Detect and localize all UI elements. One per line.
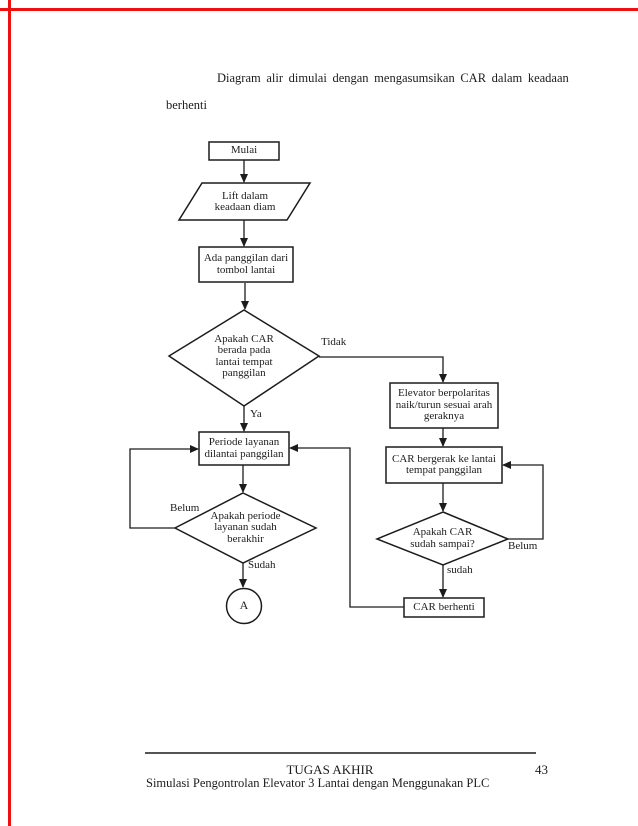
edge-label-sudah-right: sudah — [447, 564, 473, 576]
loop-belum-to-carmoves — [502, 461, 544, 540]
footer-subtitle: Simulasi Pengontrolan Elevator 3 Lantai … — [146, 776, 490, 790]
car-moves-node-label: CAR bergerak ke lantai tempat panggilan — [386, 448, 502, 482]
loop-belum-to-serviceperiod — [129, 445, 199, 529]
text-line: naik/turun sesuai arah — [395, 398, 493, 411]
text-line: berakhir — [227, 532, 264, 545]
text-line: Mulai — [230, 144, 258, 157]
service-period-node-label: Periode layanan dilantai panggilan — [199, 433, 289, 464]
text-line: panggilan — [222, 367, 266, 379]
arrow-tidak-to-polarity — [319, 356, 447, 383]
text-line: CAR berhenti — [413, 600, 475, 613]
text-line: lantai tempat — [215, 355, 273, 368]
car-stops-node-label: CAR berhenti — [404, 598, 484, 617]
footer-page-number: 43 — [535, 762, 548, 777]
decision-car-arrived-label: Apakah CAR sudah sampai? — [377, 513, 508, 564]
text-line: tombol lantai — [216, 263, 276, 276]
flow-connectors — [129, 160, 544, 608]
text-line: Lift dalam — [221, 189, 269, 202]
text-line: CAR bergerak ke lantai — [392, 452, 496, 465]
text-line: geraknya — [423, 410, 465, 423]
text-line: Elevator berpolaritas — [398, 387, 490, 400]
text-line: layanan sudah — [214, 521, 277, 534]
red-margin-line-left — [8, 0, 11, 826]
edge-label-sudah-left: Sudah — [248, 559, 276, 571]
text-line: dilantai panggilan — [204, 447, 284, 460]
text-line: Ada panggilan dari — [203, 252, 289, 264]
elevator-polarity-node-label: Elevator berpolaritas naik/turun sesuai … — [390, 384, 498, 427]
connector-a-label: A — [226, 588, 262, 623]
call-from-floor-box-shape — [198, 246, 294, 283]
edge-label-ya: Ya — [250, 408, 262, 420]
edge-label-belum-right: Belum — [508, 540, 538, 552]
text-line: berada pada — [217, 344, 271, 356]
call-from-floor-node-label: Ada panggilan dari tombol lantai — [199, 248, 293, 281]
text-line: Apakah CAR — [412, 526, 473, 538]
text-line: A — [239, 597, 249, 612]
footer-title: TUGAS AKHIR — [286, 762, 374, 777]
start-node-label: Mulai — [209, 142, 279, 160]
connector-a-circle-shape — [225, 587, 263, 625]
intro-text-line2: berhenti — [166, 98, 207, 112]
text-line: keadaan diam — [214, 201, 276, 213]
red-margin-line-top — [0, 8, 638, 11]
text-line: Periode layanan — [208, 436, 280, 448]
text-line: tempat panggilan — [405, 464, 483, 476]
text-line: Apakah periode — [210, 509, 281, 522]
edge-label-belum-left: Belum — [170, 502, 200, 514]
text-line: Apakah CAR — [214, 332, 274, 345]
edge-label-tidak: Tidak — [321, 336, 347, 348]
return-carstops-to-serviceperiod — [289, 444, 404, 608]
lift-idle-parallelogram-shape — [177, 182, 312, 221]
decision-period-over-label: Apakah periode layanan sudah berakhir — [175, 494, 316, 562]
intro-text-line1: Diagram alir dimulai dengan mengasumsika… — [217, 71, 569, 85]
elevator-polarity-box-shape — [389, 382, 499, 429]
lift-idle-node-label: Lift dalam keadaan diam — [190, 184, 300, 220]
decision-car-on-floor-label: Apakah CAR berada pada lantai tempat pan… — [169, 312, 319, 401]
text-line: sudah sampai? — [410, 537, 475, 550]
